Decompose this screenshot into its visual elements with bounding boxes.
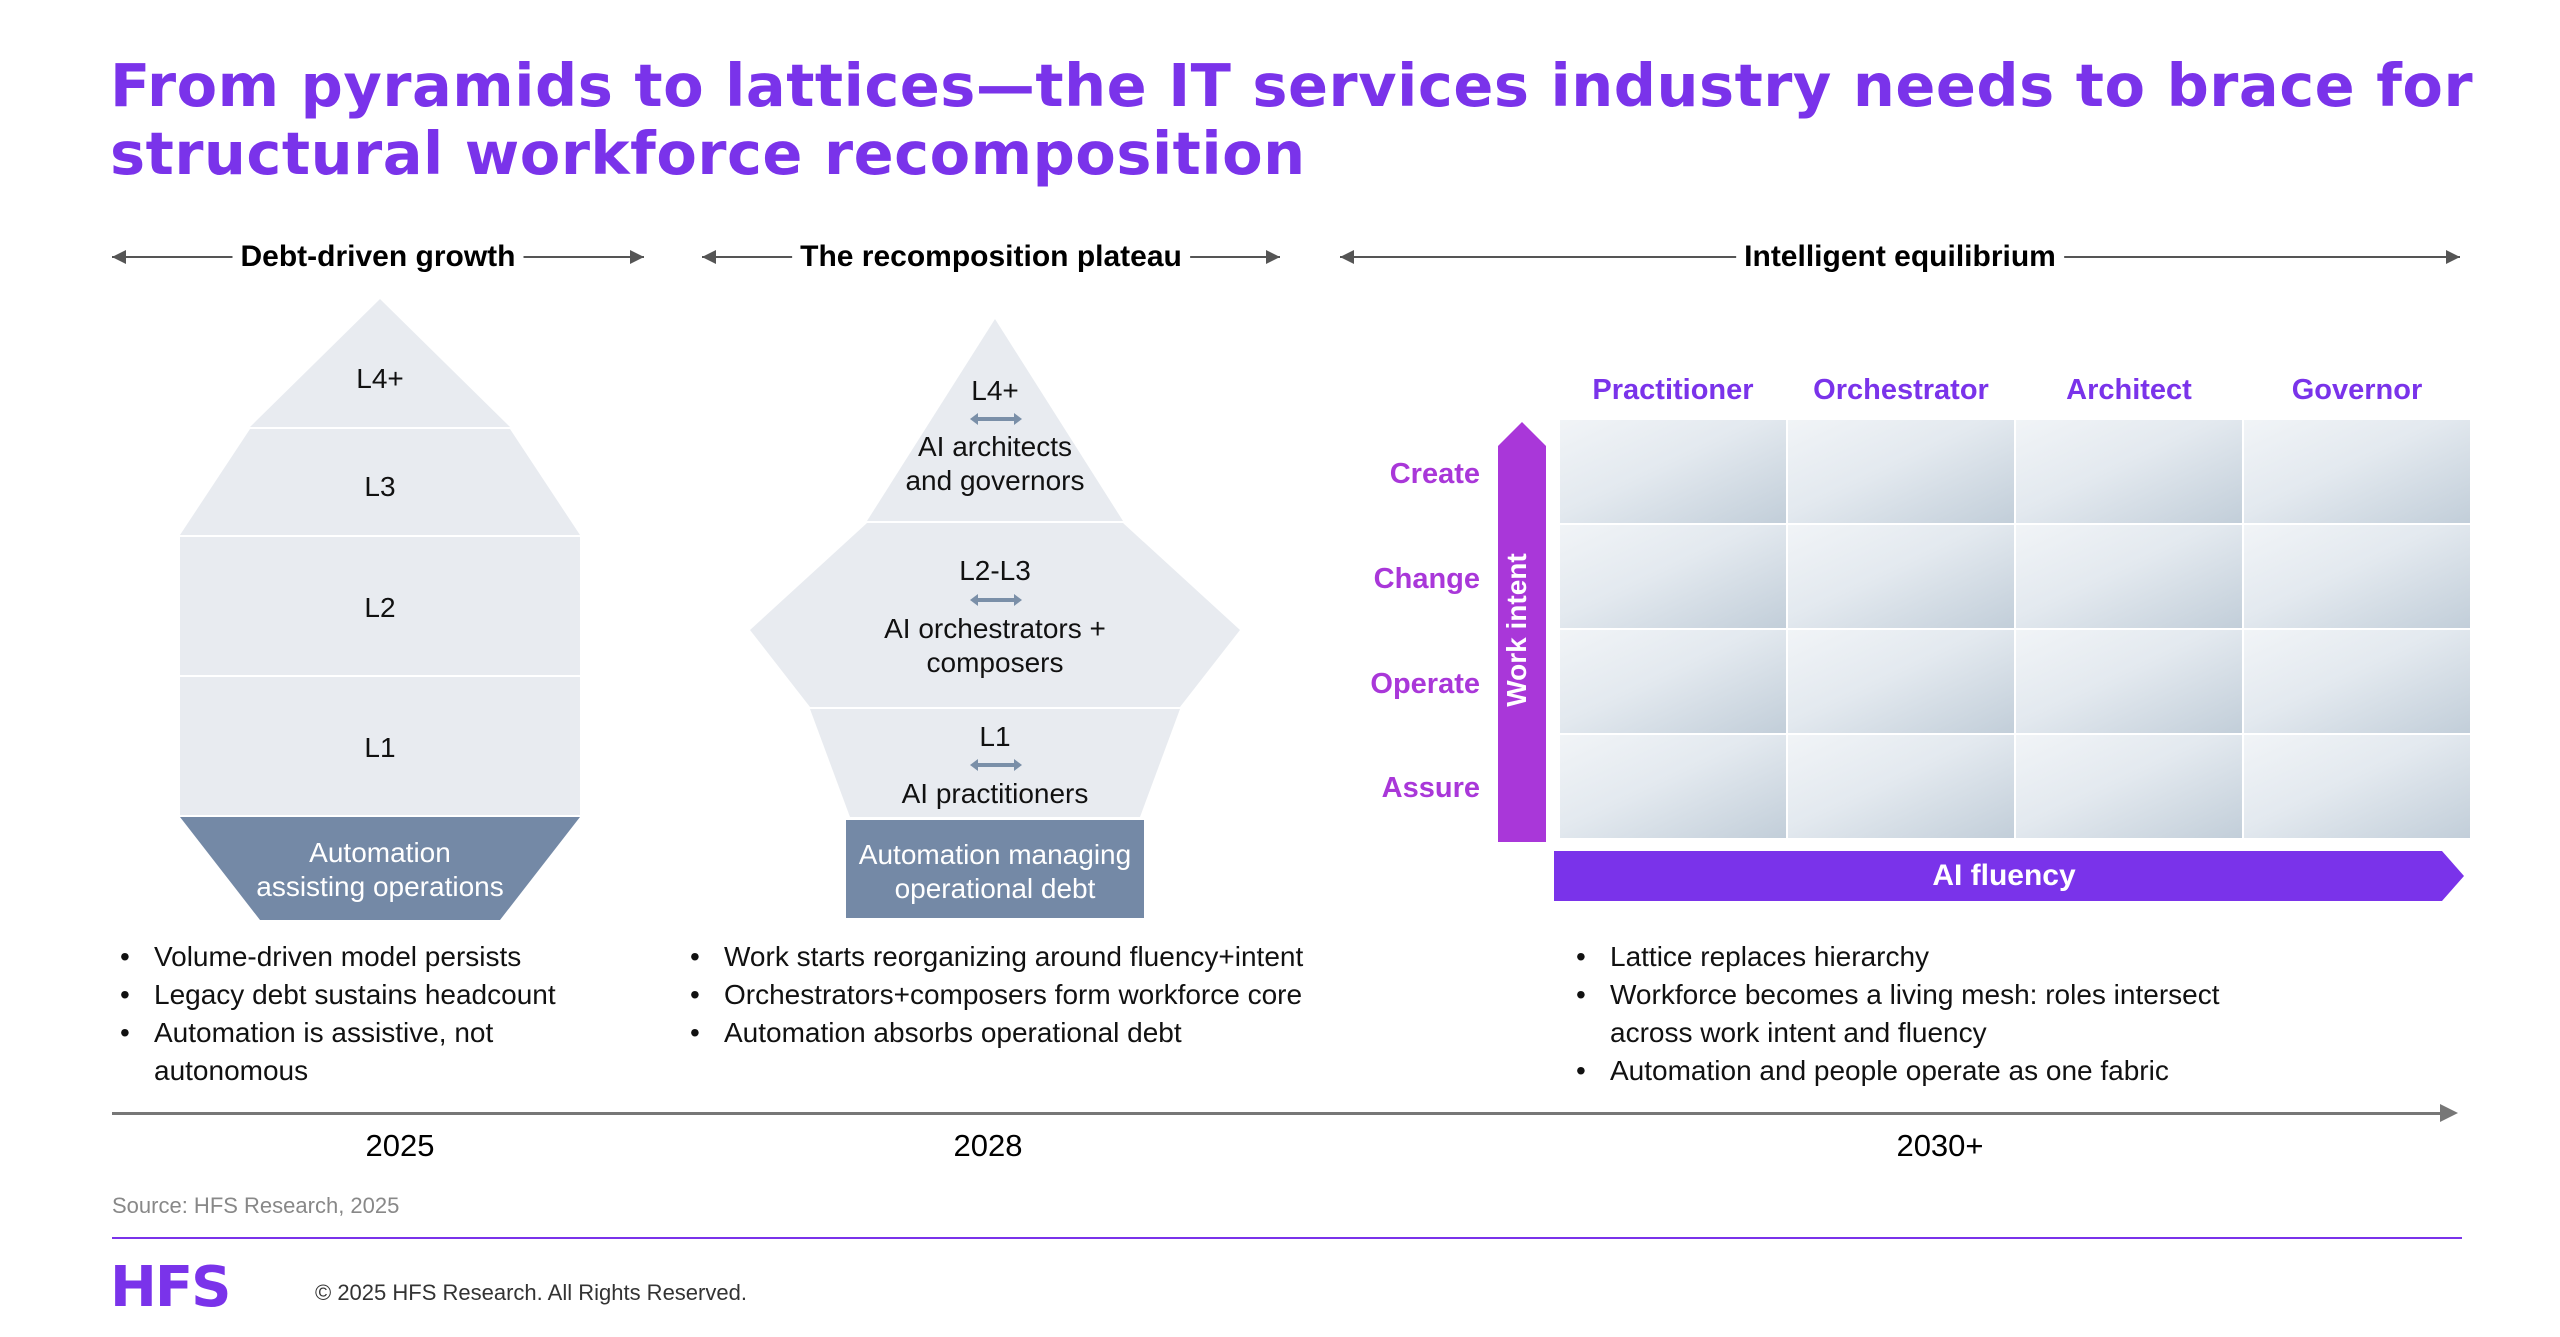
pyramid-label-l1: L1 <box>364 732 396 763</box>
plateau-top-role-1: AI architects <box>917 431 1073 462</box>
double-arrow-icon <box>970 413 1022 425</box>
plateau-2028-diagram <box>750 319 1240 918</box>
plateau-top-role-2: and governors <box>905 465 1085 496</box>
lattice-row-create: Create <box>1389 458 1480 490</box>
pyramid-level-l4 <box>250 299 510 427</box>
pyramid-label-l4: L4+ <box>356 363 404 394</box>
copyright: © 2025 HFS Research. All Rights Reserved… <box>315 1280 747 1305</box>
bullet-item: Automation is assistive, not autonomous <box>112 1014 632 1090</box>
stage-arrow-recomposition: The recomposition plateau <box>702 240 1280 274</box>
lattice-cell <box>2016 735 2242 838</box>
year-2030: 2030+ <box>1896 1128 1984 1163</box>
plateau-mid-role-1: AI orchestrators + <box>884 613 1106 644</box>
bullet-item: Volume-driven model persists <box>112 938 632 976</box>
lattice-cell <box>1788 630 2014 733</box>
lattice-cell <box>1788 525 2014 628</box>
lattice-grid <box>1556 420 2476 842</box>
lattice-col-orchestrator: Orchestrator <box>1813 374 1989 406</box>
lattice-cell <box>1560 525 1786 628</box>
double-arrow-icon <box>970 594 1022 606</box>
timeline-arrowhead <box>2440 1104 2458 1122</box>
lattice-cell <box>1560 630 1786 733</box>
lattice-cell <box>2016 525 2242 628</box>
pyramid-label-l2: L2 <box>364 592 396 623</box>
plateau-low-role: AI practitioners <box>901 778 1089 809</box>
work-intent-arrow <box>1498 422 1546 842</box>
hfs-logo: HFS <box>110 1255 231 1320</box>
bullet-item: Lattice replaces hierarchy <box>1568 938 2288 976</box>
lattice-cell <box>1560 735 1786 838</box>
plateau-mid-level: L2-L3 <box>959 555 1031 586</box>
lattice-cell <box>2244 525 2470 628</box>
year-2028: 2028 <box>953 1128 1023 1163</box>
lattice-cell <box>2244 630 2470 733</box>
bullet-item: Work starts reorganizing around fluency+… <box>682 938 1362 976</box>
lattice-cell <box>1560 420 1786 523</box>
bullets-2025: Volume-driven model persists Legacy debt… <box>112 938 632 1090</box>
plateau-base-label-1: Automation managing <box>858 839 1132 870</box>
bullets-2028: Work starts reorganizing around fluency+… <box>682 938 1362 1052</box>
lattice-cell <box>1788 735 2014 838</box>
lattice-cell <box>2244 420 2470 523</box>
lattice-row-operate: Operate <box>1370 668 1480 700</box>
stage-label-recomposition: The recomposition plateau <box>792 240 1190 274</box>
ai-fluency-label: AI fluency <box>1932 859 2076 892</box>
plateau-low-level: L1 <box>979 721 1011 752</box>
stage-arrow-equilibrium: Intelligent equilibrium <box>1340 240 2460 274</box>
double-arrow-icon <box>970 759 1022 771</box>
source-note: Source: HFS Research, 2025 <box>112 1193 400 1218</box>
pyramid-level-l3 <box>180 429 580 535</box>
lattice-cell <box>2244 735 2470 838</box>
bullet-item: Workforce becomes a living mesh: roles i… <box>1568 976 2288 1052</box>
lattice-col-practitioner: Practitioner <box>1592 374 1754 406</box>
plateau-top-level: L4+ <box>971 375 1019 406</box>
bullet-item: Orchestrators+composers form workforce c… <box>682 976 1362 1014</box>
bullets-2030: Lattice replaces hierarchy Workforce bec… <box>1568 938 2288 1090</box>
timeline-line <box>112 1112 2442 1115</box>
pyramid-label-l3: L3 <box>364 471 396 502</box>
lattice-cell <box>2016 630 2242 733</box>
bullet-item: Automation and people operate as one fab… <box>1568 1052 2288 1090</box>
plateau-level-mid <box>750 523 1240 707</box>
lattice-row-change: Change <box>1373 563 1480 595</box>
bullet-item: Legacy debt sustains headcount <box>112 976 632 1014</box>
plateau-base-automation <box>846 820 1144 918</box>
pyramid-level-l1 <box>180 677 580 815</box>
plateau-base-label-2: operational debt <box>894 873 1096 904</box>
lattice-cell <box>2016 420 2242 523</box>
pyramid-base-label-2: assisting operations <box>256 871 504 902</box>
lattice-row-assure: Assure <box>1381 772 1480 804</box>
pyramid-base-automation <box>180 817 580 920</box>
plateau-mid-role-2: composers <box>926 647 1064 678</box>
lattice-col-architect: Architect <box>2066 374 2192 406</box>
ai-fluency-arrow <box>1554 851 2464 901</box>
lattice-col-governor: Governor <box>2291 374 2423 406</box>
page-title: From pyramids to lattices—the IT service… <box>110 51 2474 188</box>
stage-label-equilibrium: Intelligent equilibrium <box>1736 240 2064 274</box>
pyramid-base-label-1: Automation <box>309 837 451 868</box>
work-intent-label: Work intent <box>1501 553 1532 707</box>
pyramid-2025-diagram <box>180 299 580 920</box>
footer-divider <box>112 1237 2462 1239</box>
bullet-item: Automation absorbs operational debt <box>682 1014 1362 1052</box>
pyramid-level-l2 <box>180 537 580 675</box>
lattice-cell <box>1788 420 2014 523</box>
stage-arrow-debt-driven: Debt-driven growth <box>112 240 644 274</box>
year-2025: 2025 <box>365 1128 435 1163</box>
stage-label-debt-driven: Debt-driven growth <box>232 240 524 274</box>
